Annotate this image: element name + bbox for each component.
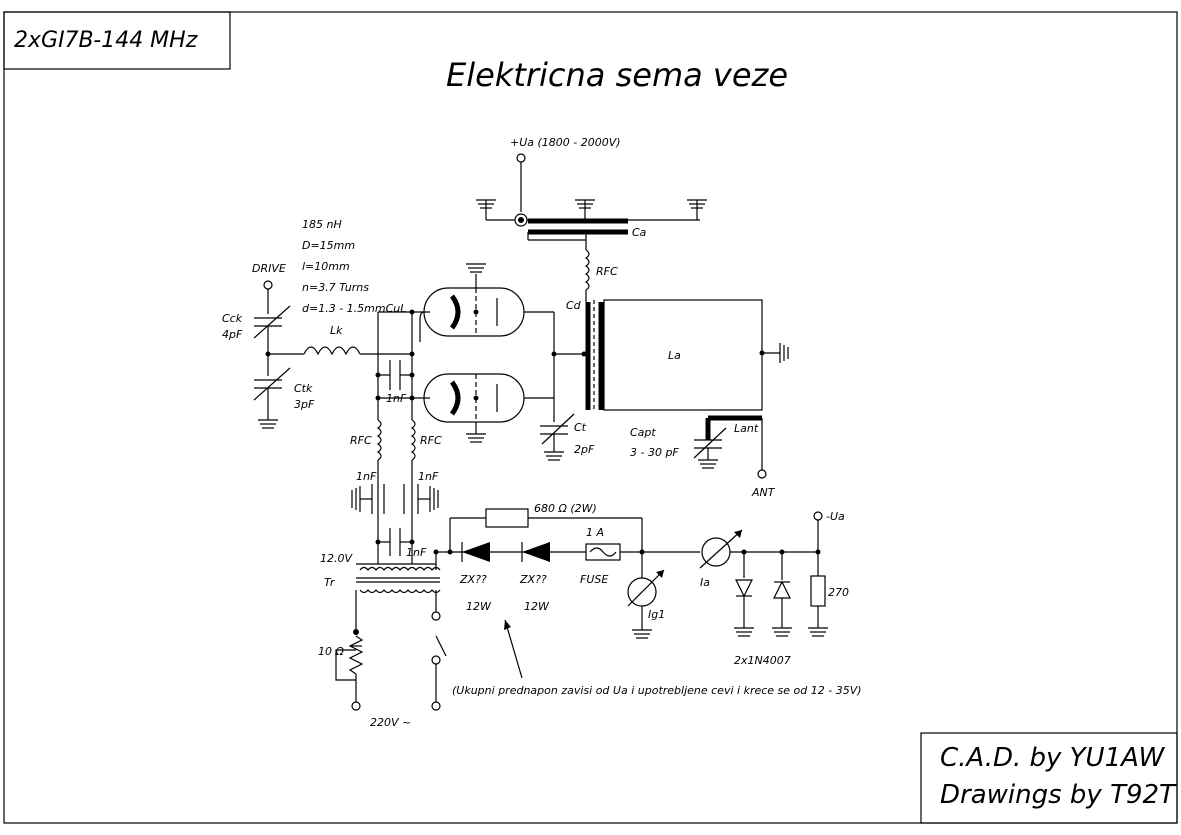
cap-1nf-c-label: 1nF [418, 470, 439, 483]
anode-line-la [585, 299, 789, 411]
v220-label: 220V ~ [370, 716, 411, 729]
minus-ua-label: -Ua [826, 510, 845, 523]
credits-line1: C.A.D. by YU1AW [940, 743, 1165, 773]
ig1-label: Ig1 [648, 608, 665, 621]
tr-label: Tr [324, 576, 336, 589]
cap-1nf-a-label: 1nF [386, 392, 407, 405]
la-label: La [668, 349, 681, 362]
drive-label: DRIVE [252, 262, 286, 275]
fuse-label: FUSE [580, 573, 608, 586]
cathode-caps [375, 309, 415, 420]
tube-wiring [378, 263, 588, 443]
capt-value: 3 - 30 pF [630, 446, 679, 459]
ant-label: ANT [751, 486, 776, 499]
cap-1nf-b-label: 1nF [356, 470, 377, 483]
zx2-watt-label: 12W [524, 600, 550, 613]
credits-box [920, 732, 1178, 824]
ct-capacitor [540, 398, 575, 461]
bias-chain [436, 508, 828, 679]
header-box [3, 11, 231, 70]
coil-spec-1: D=15mm [302, 239, 355, 252]
ia-label: Ia [700, 576, 710, 589]
rfc-anode-label: RFC [596, 265, 618, 278]
filament-chokes [351, 419, 439, 556]
drawing-frame [3, 11, 1178, 824]
filament-transformer [335, 549, 447, 711]
header-title: 2xGI7B-144 MHz [14, 28, 198, 53]
rfc-left-label: RFC [350, 434, 372, 447]
anode-supply [476, 153, 707, 302]
r270-label: 270 [828, 586, 849, 599]
ct-label: Ct [574, 421, 587, 434]
fuse-rating-label: 1 A [586, 526, 604, 539]
cap-1nf-d-label: 1nF [406, 546, 427, 559]
credits-line2: Drawings by T92T [940, 780, 1177, 810]
coil-spec-2: l=10mm [302, 260, 350, 273]
antenna-coupling [693, 415, 767, 479]
r10-label: 10 Ω [318, 645, 344, 658]
ca-label: Ca [632, 226, 647, 239]
diodes-label: 2x1N4007 [734, 654, 791, 667]
rfc-right-label: RFC [420, 434, 442, 447]
coil-spec-3: n=3.7 Turns [302, 281, 369, 294]
v12-label: 12.0V [320, 552, 353, 565]
zx2-label: ZX?? [519, 573, 547, 586]
page-title: Elektricna sema veze [446, 56, 788, 94]
lk-label: Lk [330, 324, 343, 337]
capt-label: Capt [630, 426, 656, 439]
zx1-label: ZX?? [459, 573, 487, 586]
ct-value: 2pF [574, 443, 595, 456]
coil-spec: 185 nH D=15mm l=10mm n=3.7 Turns d=1.3 -… [302, 218, 406, 315]
co-label: Cd [566, 299, 582, 312]
lant-label: Lant [734, 422, 759, 435]
bias-note: (Ukupni prednapon zavisi od Ua i upotreb… [452, 684, 862, 697]
cck-label: Cck [222, 312, 243, 325]
input-circuit [253, 280, 412, 429]
coil-spec-0: 185 nH [302, 218, 342, 231]
zx1-watt-label: 12W [466, 600, 492, 613]
cck-value: 4pF [222, 328, 243, 341]
ua-supply-label: +Ua (1800 - 2000V) [510, 136, 621, 149]
ctk-value: 3pF [294, 398, 315, 411]
ctk-label: Ctk [294, 382, 313, 395]
res-680-label: 680 Ω (2W) [534, 502, 597, 515]
coil-spec-4: d=1.3 - 1.5mmCuL [302, 302, 406, 315]
